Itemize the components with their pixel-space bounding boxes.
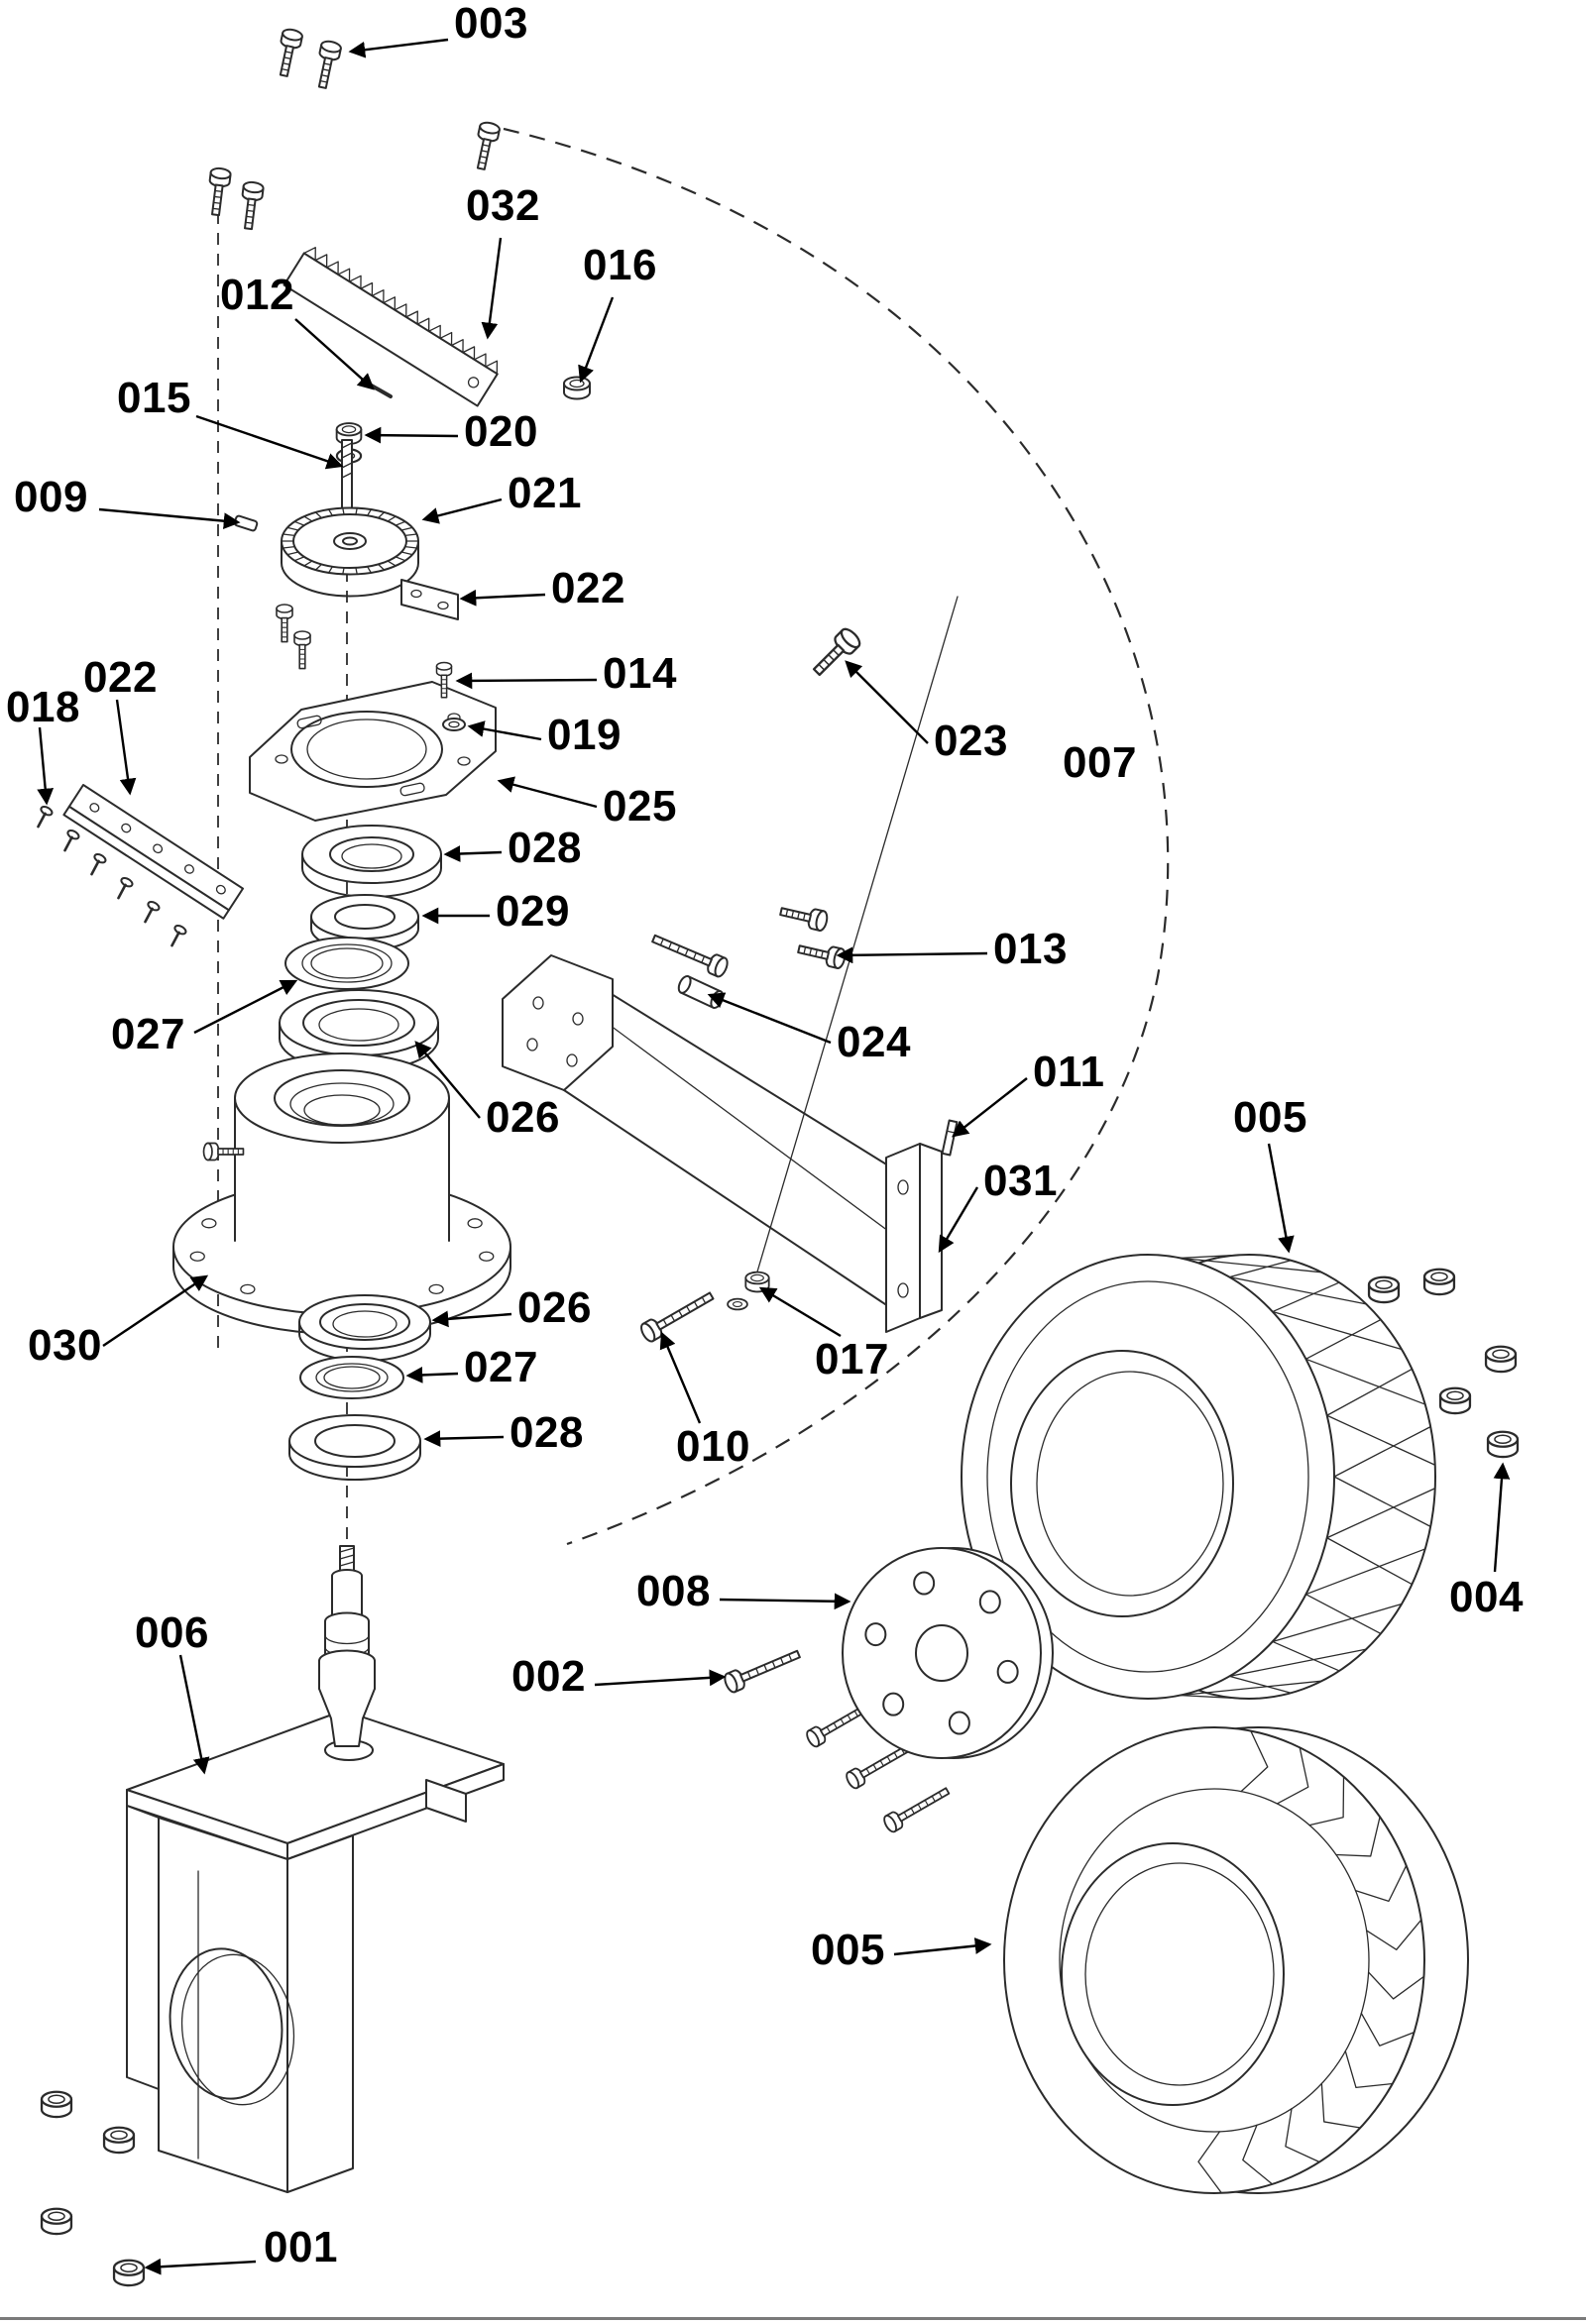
part-label-031: 031 <box>983 1157 1058 1205</box>
part-label-021: 021 <box>508 469 582 517</box>
mount-plate-025 <box>249 681 497 822</box>
gear-bracket-022 <box>400 579 459 620</box>
part-label-026-b: 026 <box>517 1283 592 1332</box>
part-label-018: 018 <box>6 683 80 731</box>
part-label-005-a: 005 <box>1233 1093 1307 1142</box>
part-label-027-a: 027 <box>111 1010 185 1058</box>
part-label-014: 014 <box>603 649 677 698</box>
nut-017 <box>744 1271 770 1293</box>
part-label-019: 019 <box>547 711 622 759</box>
bolt-002 <box>721 1643 804 1696</box>
part-label-013: 013 <box>993 925 1068 973</box>
spacer-024 <box>677 974 725 1010</box>
spindle-shaft <box>318 1545 376 1747</box>
part-label-004: 004 <box>1449 1573 1524 1621</box>
drive-gear-021 <box>281 506 419 598</box>
part-label-017: 017 <box>815 1335 889 1383</box>
bolt-013-a <box>777 900 830 933</box>
bolt-023 <box>807 624 864 682</box>
caster-arm-031 <box>502 954 943 1333</box>
hex-nut-016 <box>563 376 591 400</box>
part-label-007: 007 <box>1063 738 1137 787</box>
part-label-016: 016 <box>583 241 657 289</box>
part-label-010: 010 <box>676 1422 750 1471</box>
hub-housing-030 <box>172 1052 511 1335</box>
bolt-010 <box>637 1285 718 1345</box>
part-label-002: 002 <box>511 1652 586 1701</box>
part-label-027-b: 027 <box>464 1343 538 1391</box>
part-label-022-b: 022 <box>83 653 158 702</box>
part-label-008: 008 <box>636 1567 711 1615</box>
leader-lines <box>37 38 1511 2275</box>
shim-bar-022 <box>62 784 245 920</box>
part-label-001: 001 <box>264 2223 338 2271</box>
mount-bolts-003 <box>273 27 343 91</box>
smooth-tire-005 <box>961 1254 1436 1700</box>
page-bottom-rule <box>0 2317 1586 2320</box>
part-label-032: 032 <box>466 181 540 230</box>
assembly-arc-007 <box>503 127 1170 1546</box>
part-label-020: 020 <box>464 407 538 456</box>
part-label-022-a: 022 <box>551 564 625 612</box>
part-label-029: 029 <box>496 887 570 936</box>
part-label-024: 024 <box>837 1018 911 1066</box>
part-label-012: 012 <box>220 271 294 319</box>
part-label-006: 006 <box>135 1608 209 1657</box>
part-label-003: 003 <box>454 0 528 48</box>
fork-housing-006 <box>126 1710 505 2193</box>
frame-bolts-top-left <box>204 120 502 231</box>
small-bolts-under-gear <box>276 604 311 670</box>
part-label-028-a: 028 <box>508 824 582 872</box>
part-label-015: 015 <box>117 374 191 422</box>
part-label-011: 011 <box>1033 1048 1105 1096</box>
hub-disc-008 <box>842 1547 1054 1759</box>
part-label-025: 025 <box>603 782 677 830</box>
part-label-005-b: 005 <box>811 1926 885 1974</box>
pin-011 <box>941 1119 959 1157</box>
bearing-stack-upper <box>279 825 442 1072</box>
part-label-009: 009 <box>14 473 88 521</box>
part-label-028-b: 028 <box>510 1408 584 1457</box>
bearing-stack-lower <box>288 1294 431 1481</box>
part-label-030: 030 <box>28 1321 102 1370</box>
bolt-axis-line <box>754 596 959 1279</box>
bolt-024 <box>648 928 732 980</box>
mount-nuts-001 <box>40 2090 146 2287</box>
part-label-023: 023 <box>934 717 1008 765</box>
part-label-026-a: 026 <box>486 1093 560 1142</box>
lug-tire-005 <box>1003 1726 1469 2194</box>
gear-rack-032 <box>283 247 499 407</box>
